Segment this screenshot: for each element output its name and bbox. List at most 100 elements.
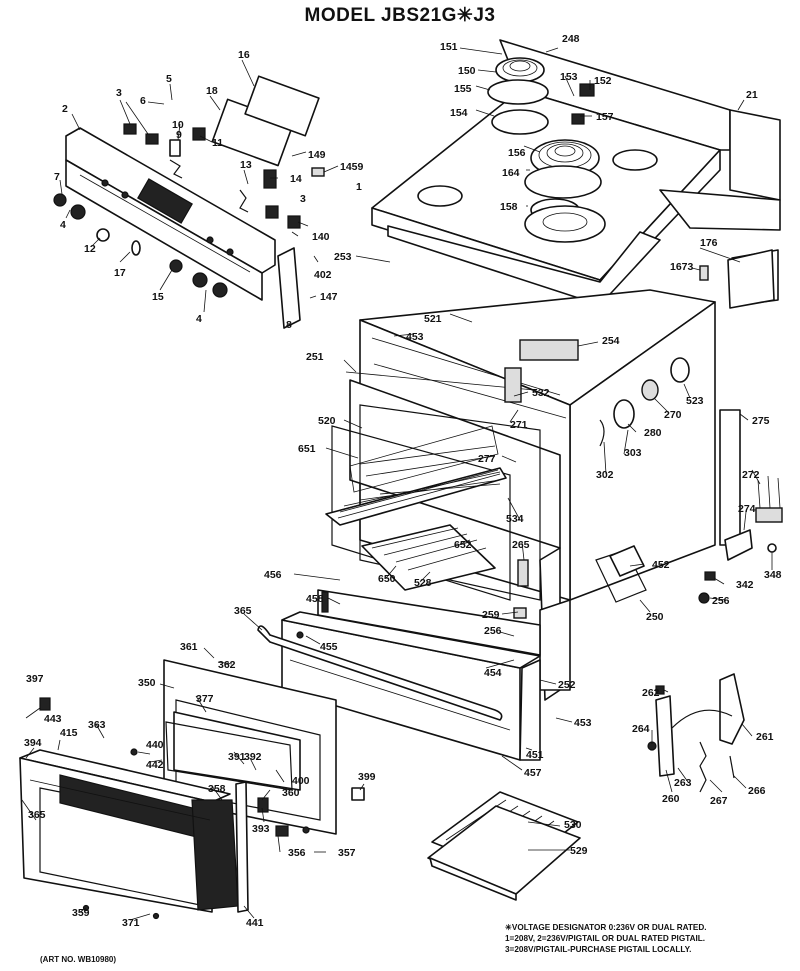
callout: 16 xyxy=(238,49,250,61)
callout: 342 xyxy=(736,579,754,591)
callout: 156 xyxy=(508,147,526,159)
callout: 457 xyxy=(524,767,542,779)
callout: 302 xyxy=(596,469,614,481)
leader-lines xyxy=(21,47,773,921)
callout: 263 xyxy=(674,777,692,789)
storage-drawer xyxy=(257,589,541,761)
oven-racks xyxy=(325,425,507,591)
callout: 265 xyxy=(512,539,530,551)
door-hinges xyxy=(647,673,745,793)
callout: 3 xyxy=(116,87,122,99)
callout: 5 xyxy=(166,73,172,85)
callout: 9 xyxy=(176,129,182,141)
callout: 377 xyxy=(196,693,214,705)
callout: 393 xyxy=(252,823,270,835)
callout: 453 xyxy=(574,717,592,729)
callout: 357 xyxy=(338,847,356,859)
callout: 365 xyxy=(28,809,46,821)
footnote-line: 3=208V/PIGTAIL-PURCHASE PIGTAIL LOCALLY. xyxy=(505,945,692,954)
callout: 14 xyxy=(290,173,302,185)
callout: 365 xyxy=(234,605,252,617)
callout: 371 xyxy=(122,917,140,929)
switch-parts xyxy=(123,75,325,329)
callout: 359 xyxy=(72,907,90,919)
callout: 442 xyxy=(146,759,164,771)
callout: 399 xyxy=(358,771,376,783)
callout-labels: 1 2 3 3 4 4 5 6 7 8 9 10 11 12 13 14 15 … xyxy=(24,33,782,929)
callout: 264 xyxy=(632,723,650,735)
callout: 391 xyxy=(228,751,246,763)
callout: 358 xyxy=(208,783,226,795)
callout: 350 xyxy=(138,677,156,689)
callout: 140 xyxy=(312,231,330,243)
callout: 521 xyxy=(424,313,442,325)
element-and-misc xyxy=(504,357,783,643)
callout: 254 xyxy=(602,335,620,347)
callout: 271 xyxy=(510,419,528,431)
callout: 1 xyxy=(356,181,362,193)
callout: 260 xyxy=(662,793,680,805)
callout: 361 xyxy=(180,641,198,653)
broiler-pan xyxy=(427,791,581,901)
callout: 363 xyxy=(88,719,106,731)
control-knobs xyxy=(53,193,228,298)
callout: 277 xyxy=(478,453,496,465)
callout: 256 xyxy=(484,625,502,637)
callout: 253 xyxy=(334,251,352,263)
callout: 149 xyxy=(308,149,326,161)
callout: 440 xyxy=(146,739,164,751)
callout: 151 xyxy=(440,41,458,53)
callout: 652 xyxy=(454,539,472,551)
callout: 650 xyxy=(378,573,396,585)
callout: 7 xyxy=(54,171,60,183)
callout: 303 xyxy=(624,447,642,459)
control-panel xyxy=(65,127,276,301)
callout: 394 xyxy=(24,737,42,749)
callout: 454 xyxy=(484,667,502,679)
callout: 18 xyxy=(206,85,218,97)
callout: 651 xyxy=(298,443,316,455)
callout: 154 xyxy=(450,107,468,119)
callout: 17 xyxy=(114,267,126,279)
callout: 262 xyxy=(642,687,660,699)
callout: 8 xyxy=(286,319,292,331)
callout: 10 xyxy=(172,119,184,131)
footnote-line: ✳VOLTAGE DESIGNATOR 0:236V OR DUAL RATED… xyxy=(505,923,707,932)
callout: 523 xyxy=(686,395,704,407)
callout: 453 xyxy=(406,331,424,343)
footnote-line: 1=208V, 2=236V/PIGTAIL OR DUAL RATED PIG… xyxy=(505,934,706,943)
callout: 356 xyxy=(288,847,306,859)
callout: 152 xyxy=(594,75,612,87)
callout: 275 xyxy=(752,415,770,427)
callout: 520 xyxy=(318,415,336,427)
callout: 12 xyxy=(84,243,96,255)
callout: 13 xyxy=(240,159,252,171)
callout: 400 xyxy=(292,775,310,787)
callout: 15 xyxy=(152,291,164,303)
callout: 362 xyxy=(218,659,236,671)
callout: 147 xyxy=(320,291,338,303)
callout: 397 xyxy=(26,673,44,685)
callout: 1673 xyxy=(670,261,694,273)
callout: 150 xyxy=(458,65,476,77)
callout: 528 xyxy=(414,577,432,589)
callout: 250 xyxy=(646,611,664,623)
oven-door xyxy=(19,659,365,920)
callout: 256 xyxy=(712,595,730,607)
callout: 11 xyxy=(212,137,223,149)
callout: 272 xyxy=(742,469,760,481)
callout: 155 xyxy=(454,83,472,95)
callout: 267 xyxy=(710,795,728,807)
rear-cover xyxy=(727,249,775,309)
callout: 455 xyxy=(320,641,338,653)
art-number: (ART NO. WB10980) xyxy=(40,955,117,964)
callout: 157 xyxy=(596,111,614,123)
callout: 452 xyxy=(652,559,670,571)
callout: 248 xyxy=(562,33,580,45)
callout: 441 xyxy=(246,917,264,929)
callout: 402 xyxy=(314,269,332,281)
callout: 360 xyxy=(282,787,300,799)
callout: 1459 xyxy=(340,161,364,173)
